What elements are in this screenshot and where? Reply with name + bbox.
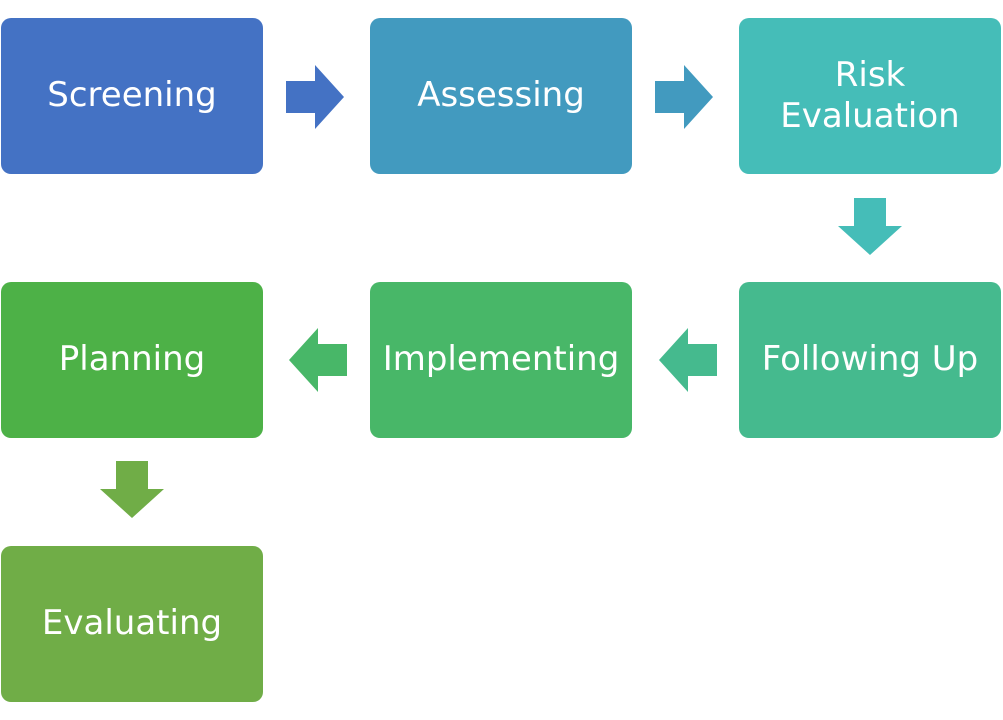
- arrow-right-icon: [655, 65, 713, 129]
- step-assessing: Assessing: [370, 18, 632, 174]
- arrow-down-icon: [838, 198, 902, 255]
- arrow-assessing-to-risk-evaluation: [655, 65, 713, 129]
- arrow-left-icon: [289, 328, 347, 392]
- step-assessing-label: Assessing: [417, 75, 585, 116]
- step-evaluating: Evaluating: [1, 546, 263, 702]
- arrow-planning-to-evaluating: [100, 461, 164, 518]
- step-screening-label: Screening: [47, 75, 217, 116]
- step-implementing: Implementing: [370, 282, 632, 438]
- step-planning-label: Planning: [58, 339, 206, 380]
- arrow-risk-evaluation-to-following-up: [838, 198, 902, 255]
- step-evaluating-label: Evaluating: [41, 603, 223, 644]
- arrow-screening-to-assessing: [286, 65, 344, 129]
- arrow-down-icon: [100, 461, 164, 518]
- arrow-right-icon: [286, 65, 344, 129]
- step-planning: Planning: [1, 282, 263, 438]
- arrow-left-icon: [659, 328, 717, 392]
- step-screening: Screening: [1, 18, 263, 174]
- step-implementing-label: Implementing: [382, 339, 620, 380]
- arrow-implementing-to-planning: [289, 328, 347, 392]
- step-following-up-label: Following Up: [761, 339, 979, 380]
- step-risk-evaluation-label: Risk Evaluation: [780, 54, 960, 136]
- step-following-up: Following Up: [739, 282, 1001, 438]
- arrow-following-up-to-implementing: [659, 328, 717, 392]
- step-risk-evaluation: Risk Evaluation: [739, 18, 1001, 174]
